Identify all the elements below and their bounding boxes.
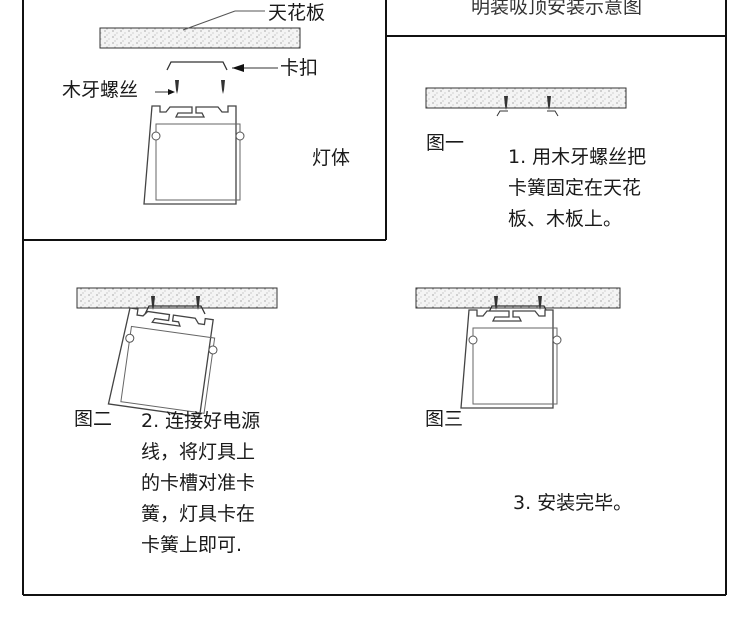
figure-2-label: 图二: [74, 408, 113, 430]
label-clip: 卡扣: [280, 57, 319, 79]
figure-1-diagram: [425, 87, 627, 117]
spring-clip: [166, 61, 228, 71]
exploded-view: [99, 10, 301, 205]
step-1-text: 1. 用木牙螺丝把 卡簧固定在天花 板、木板上。: [508, 146, 647, 230]
diagram-title: 明装吸顶安装示意图: [470, 0, 642, 18]
label-ceiling: 天花板: [268, 2, 326, 24]
step-3-text: 3. 安装完毕。: [513, 492, 633, 514]
frame-lines: [22, 0, 727, 596]
step-2-text: 2. 连接好电源 线，将灯具上 的卡槽对准卡 簧，灯具卡在 卡簧上即可.: [141, 410, 261, 556]
lamp-profile: [143, 105, 245, 205]
label-screw: 木牙螺丝: [62, 79, 139, 101]
ceiling-leader-line: [182, 10, 236, 31]
figure-3-diagram: [415, 287, 621, 409]
figure-2-diagram: [76, 287, 278, 419]
screw-left: [175, 80, 179, 94]
label-lamp-body: 灯体: [312, 147, 351, 169]
screw-right: [221, 80, 225, 94]
figure-3-label: 图三: [425, 408, 464, 430]
ceiling-board: [99, 27, 301, 49]
figure-1-label: 图一: [426, 132, 465, 154]
